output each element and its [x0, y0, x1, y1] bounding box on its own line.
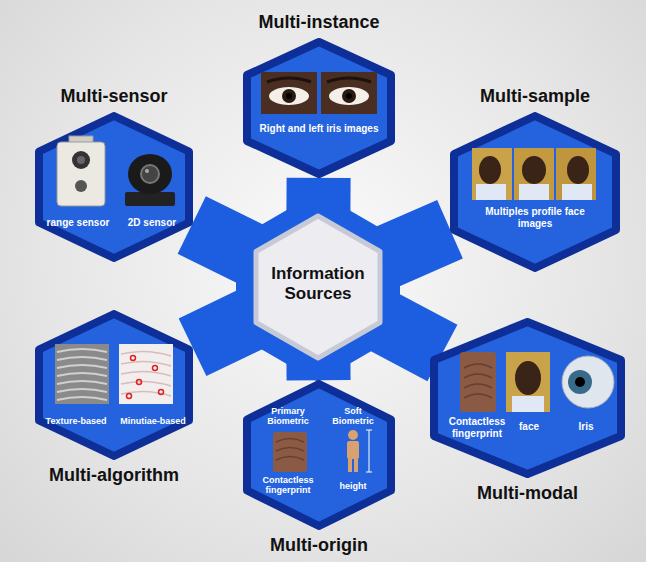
hexagon-shape — [434, 322, 621, 474]
image-caption: Multiples profile face images — [470, 206, 600, 229]
source-hexagon: Multi-modalContactless fingerprintfaceIr… — [430, 318, 625, 478]
center-label: Information Sources — [260, 264, 376, 305]
text-holder: Contactless fingerprint — [442, 416, 512, 441]
text-holder: Primary Biometric — [255, 406, 321, 428]
hexagon-shape — [454, 116, 616, 268]
text-holder: Multi-sample — [390, 85, 646, 107]
image-caption: Soft Biometric — [323, 406, 383, 427]
text-holder: Soft Biometric — [323, 406, 383, 428]
text-holder: Multi-modal — [370, 482, 646, 504]
connector-band — [384, 322, 442, 353]
text-holder: Right and left iris images — [259, 118, 379, 136]
text-holder: Multi-algorithm — [0, 464, 253, 486]
source-hexagon: Multi-algorithmTexture-basedMinutiae-bas… — [35, 310, 193, 460]
text-holder: Iris — [558, 416, 614, 434]
source-heading: Multi-instance — [258, 11, 379, 33]
iris-images — [243, 38, 395, 178]
text-holder: face — [506, 416, 552, 434]
source-heading: Multi-modal — [477, 482, 578, 504]
connector-band — [286, 362, 350, 380]
hexagon-shape — [256, 216, 380, 358]
profile-face-images — [450, 112, 620, 272]
source-hexagon: Multi-instanceRight and left iris images — [243, 38, 395, 178]
source-hexagon: Multi-sampleMultiples profile face image… — [450, 112, 620, 272]
image-caption: Primary Biometric — [255, 406, 321, 427]
image-caption: 2D sensor — [128, 217, 176, 229]
connector-band — [192, 225, 252, 255]
hexagon-outline — [243, 380, 395, 530]
image-caption: Iris — [578, 421, 593, 433]
image-caption: Texture-based — [46, 416, 107, 426]
image-caption: Contactless fingerprint — [253, 475, 323, 496]
image-caption: Right and left iris images — [260, 123, 379, 135]
hexagon-shape — [247, 384, 391, 526]
text-holder: Multi-instance — [183, 11, 455, 33]
text-holder: 2D sensor — [119, 212, 185, 230]
algorithm-images — [35, 310, 193, 460]
sensor-images — [35, 112, 193, 262]
image-caption: Contactless fingerprint — [442, 416, 512, 439]
image-caption: height — [340, 481, 367, 491]
text-holder: Multi-sensor — [0, 85, 253, 107]
text-holder: Multiples profile face images — [470, 206, 600, 231]
source-heading: Multi-sensor — [60, 85, 167, 107]
hexagon-shape — [39, 314, 189, 456]
text-holder: Multi-origin — [183, 534, 455, 556]
source-heading: Multi-origin — [270, 534, 368, 556]
source-heading: Multi-algorithm — [49, 464, 179, 486]
hexagon-shape — [39, 116, 189, 258]
image-caption: face — [519, 421, 539, 433]
origin-images — [243, 380, 395, 530]
connector-band — [193, 319, 252, 348]
connector-band — [384, 229, 450, 258]
text-holder: height — [325, 475, 381, 493]
text-holder: Texture-based — [37, 410, 115, 428]
image-caption: range sensor — [47, 217, 110, 229]
connector-band — [286, 178, 350, 212]
source-hexagon: Multi-originPrimary BiometricSoft Biomet… — [243, 380, 395, 530]
text-holder: range sensor — [39, 212, 117, 230]
text-holder: Minutiae-based — [115, 410, 191, 428]
image-caption: Minutiae-based — [120, 416, 186, 426]
center-hexagon: Information Sources — [252, 212, 384, 362]
source-hexagon: Multi-sensorrange sensor2D sensor — [35, 112, 193, 262]
hexagon-shape — [247, 42, 391, 174]
source-heading: Multi-sample — [480, 85, 590, 107]
modal-images — [430, 318, 625, 478]
text-holder: Information Sources — [260, 264, 376, 305]
text-holder: Contactless fingerprint — [253, 475, 323, 497]
